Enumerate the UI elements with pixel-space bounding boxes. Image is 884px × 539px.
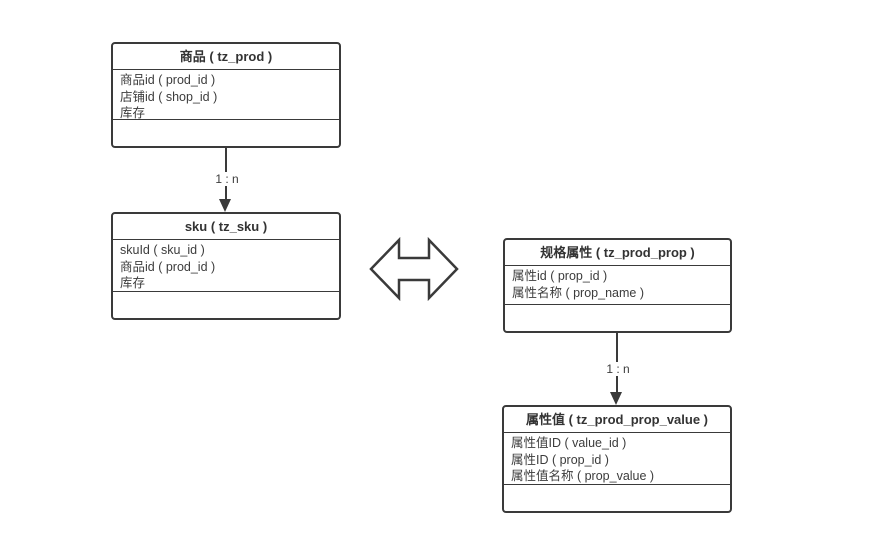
entity-prod-fields: 商品id ( prod_id ) 店铺id ( shop_id ) 库存 — [113, 70, 339, 119]
connector-prod-to-sku-arrowhead-icon — [219, 199, 231, 212]
entity-sku-title: sku ( tz_sku ) — [113, 214, 339, 240]
field-prop-value-name: 属性值名称 ( prop_value ) — [511, 469, 655, 483]
field-value-prop-id: 属性ID ( prop_id ) — [511, 452, 609, 467]
field-sku-id: skuId ( sku_id ) — [120, 243, 205, 257]
field-prop-id: 属性id ( prop_id ) — [512, 269, 608, 283]
entity-sku-empty-section — [113, 291, 339, 318]
entity-prop-title: 规格属性 ( tz_prod_prop ) — [505, 240, 730, 266]
field-sku-stock: 库存 — [120, 276, 146, 290]
entity-sku-fields: skuId ( sku_id ) 商品id ( prod_id ) 库存 — [113, 240, 339, 291]
double-horizontal-arrow-icon — [369, 236, 459, 302]
relation-cardinality-label-prop-value: 1 : n — [603, 362, 633, 376]
entity-prop-value-empty-section — [504, 484, 730, 511]
entity-table-prod[interactable]: 商品 ( tz_prod ) 商品id ( prod_id ) 店铺id ( s… — [111, 42, 341, 148]
entity-prop-value-title: 属性值 ( tz_prod_prop_value ) — [504, 407, 730, 433]
field-prop-name: 属性名称 ( prop_name ) — [512, 285, 644, 300]
field-sku-prod-id: 商品id ( prod_id ) — [120, 259, 216, 274]
entity-table-prop-value[interactable]: 属性值 ( tz_prod_prop_value ) 属性值ID ( value… — [502, 405, 732, 513]
entity-table-sku[interactable]: sku ( tz_sku ) skuId ( sku_id ) 商品id ( p… — [111, 212, 341, 320]
entity-prod-title: 商品 ( tz_prod ) — [113, 44, 339, 70]
entity-table-prop[interactable]: 规格属性 ( tz_prod_prop ) 属性id ( prop_id ) 属… — [503, 238, 732, 333]
field-prod-stock: 库存 — [120, 106, 146, 119]
entity-prop-empty-section — [505, 304, 730, 331]
entity-prod-empty-section — [113, 119, 339, 146]
relation-cardinality-label-prod-sku: 1 : n — [212, 172, 242, 186]
field-value-id: 属性值ID ( value_id ) — [511, 436, 627, 450]
entity-prop-value-fields: 属性值ID ( value_id ) 属性ID ( prop_id ) 属性值名… — [504, 433, 730, 484]
field-shop-id: 店铺id ( shop_id ) — [120, 89, 218, 104]
field-prod-id: 商品id ( prod_id ) — [120, 73, 216, 87]
connector-prop-to-value-arrowhead-icon — [610, 392, 622, 405]
entity-prop-fields: 属性id ( prop_id ) 属性名称 ( prop_name ) — [505, 266, 730, 304]
